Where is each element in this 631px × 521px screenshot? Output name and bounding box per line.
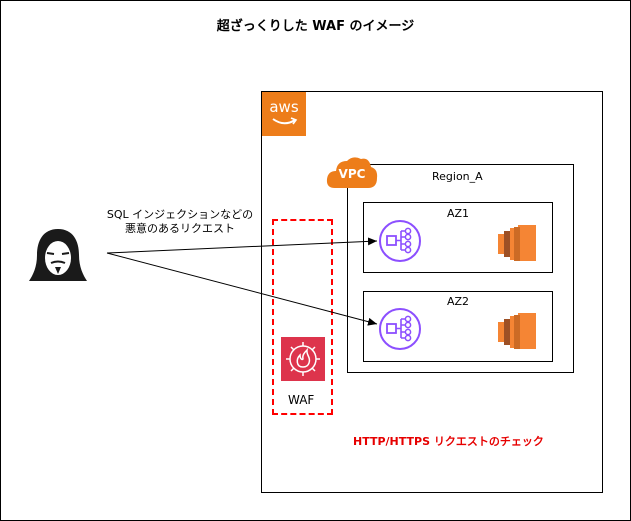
vpc-cloud-icon: [326, 157, 378, 188]
vpc-label: VPC: [338, 167, 366, 181]
aws-smile-icon: [272, 117, 298, 125]
waf-label: WAF: [288, 393, 315, 407]
arrow-to-az2: [106, 252, 378, 326]
waf-check-label: HTTP/HTTPS リクエストのチェック: [353, 435, 544, 448]
az1-label: AZ1: [447, 207, 470, 220]
attacker-label-line1: SQL インジェクションなどの: [106, 208, 254, 221]
ec2-instance-icon-az1: [498, 225, 536, 261]
hacker-icon: [29, 229, 87, 281]
waf-boundary: [272, 219, 333, 415]
ec2-instance-icon-az2: [498, 313, 536, 349]
aws-logo-text: aws: [269, 98, 299, 116]
attacker-request-label: SQL インジェクションなどの 悪意のあるリクエスト: [95, 208, 265, 236]
diagram-title: 超ざっくりした WAF のイメージ: [216, 19, 415, 34]
firewall-icon: [286, 342, 320, 376]
load-balancer-icon-az1: [379, 220, 421, 262]
waf-icon: [281, 337, 325, 381]
aws-logo: aws: [262, 92, 306, 136]
load-balancer-icon-az2: [379, 308, 421, 350]
region-label: Region_A: [432, 170, 483, 183]
attacker-label-line2: 悪意のあるリクエスト: [125, 222, 235, 235]
arrow-to-az1: [106, 237, 378, 254]
az2-label: AZ2: [447, 295, 470, 308]
